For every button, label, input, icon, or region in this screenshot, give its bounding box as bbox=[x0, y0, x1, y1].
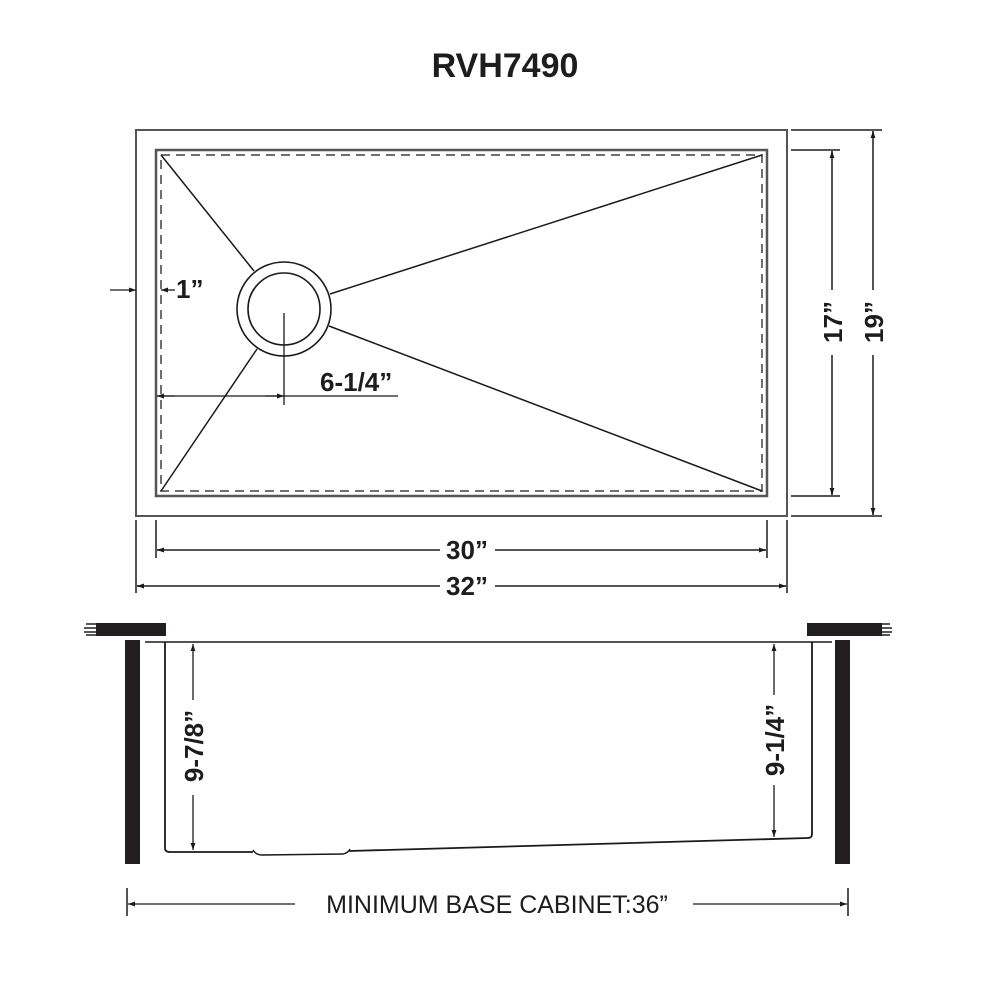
inner-depth-label: 17” bbox=[818, 301, 848, 343]
top-view: 1” 6-1/4” 30” 32” 17” bbox=[110, 129, 889, 601]
cabinet-wall-left bbox=[125, 640, 140, 864]
slope-line-top-right bbox=[329, 154, 763, 295]
slope-line-bottom-left bbox=[160, 348, 258, 492]
cabinet-wall-right bbox=[835, 640, 850, 864]
slope-line-top-left bbox=[160, 154, 255, 272]
outer-depth-label: 19” bbox=[859, 301, 889, 343]
countertop-left bbox=[84, 623, 166, 636]
model-title: RVH7490 bbox=[432, 47, 579, 85]
side-view: 9-7/8” 9-1/4” MINIMUM BASE CABINET:36” bbox=[84, 623, 892, 919]
sink-bowl-profile bbox=[164, 642, 813, 853]
left-depth-label: 9-7/8” bbox=[179, 710, 209, 782]
drain-profile bbox=[252, 848, 351, 856]
drain-center-label: 6-1/4” bbox=[320, 367, 392, 397]
slope-line-bottom-right bbox=[328, 325, 763, 492]
countertop-right bbox=[807, 623, 892, 636]
outer-rim-outline bbox=[135, 129, 788, 517]
drain-offset-label: 1” bbox=[176, 274, 203, 304]
bowl-bottom-dashed-outline bbox=[160, 154, 763, 492]
inner-bowl-outline bbox=[154, 148, 769, 498]
minimum-base-cabinet-label: MINIMUM BASE CABINET:36” bbox=[326, 891, 668, 919]
right-depth-label: 9-1/4” bbox=[760, 704, 790, 776]
inner-width-label: 30” bbox=[446, 535, 488, 565]
outer-width-label: 32” bbox=[446, 571, 488, 601]
